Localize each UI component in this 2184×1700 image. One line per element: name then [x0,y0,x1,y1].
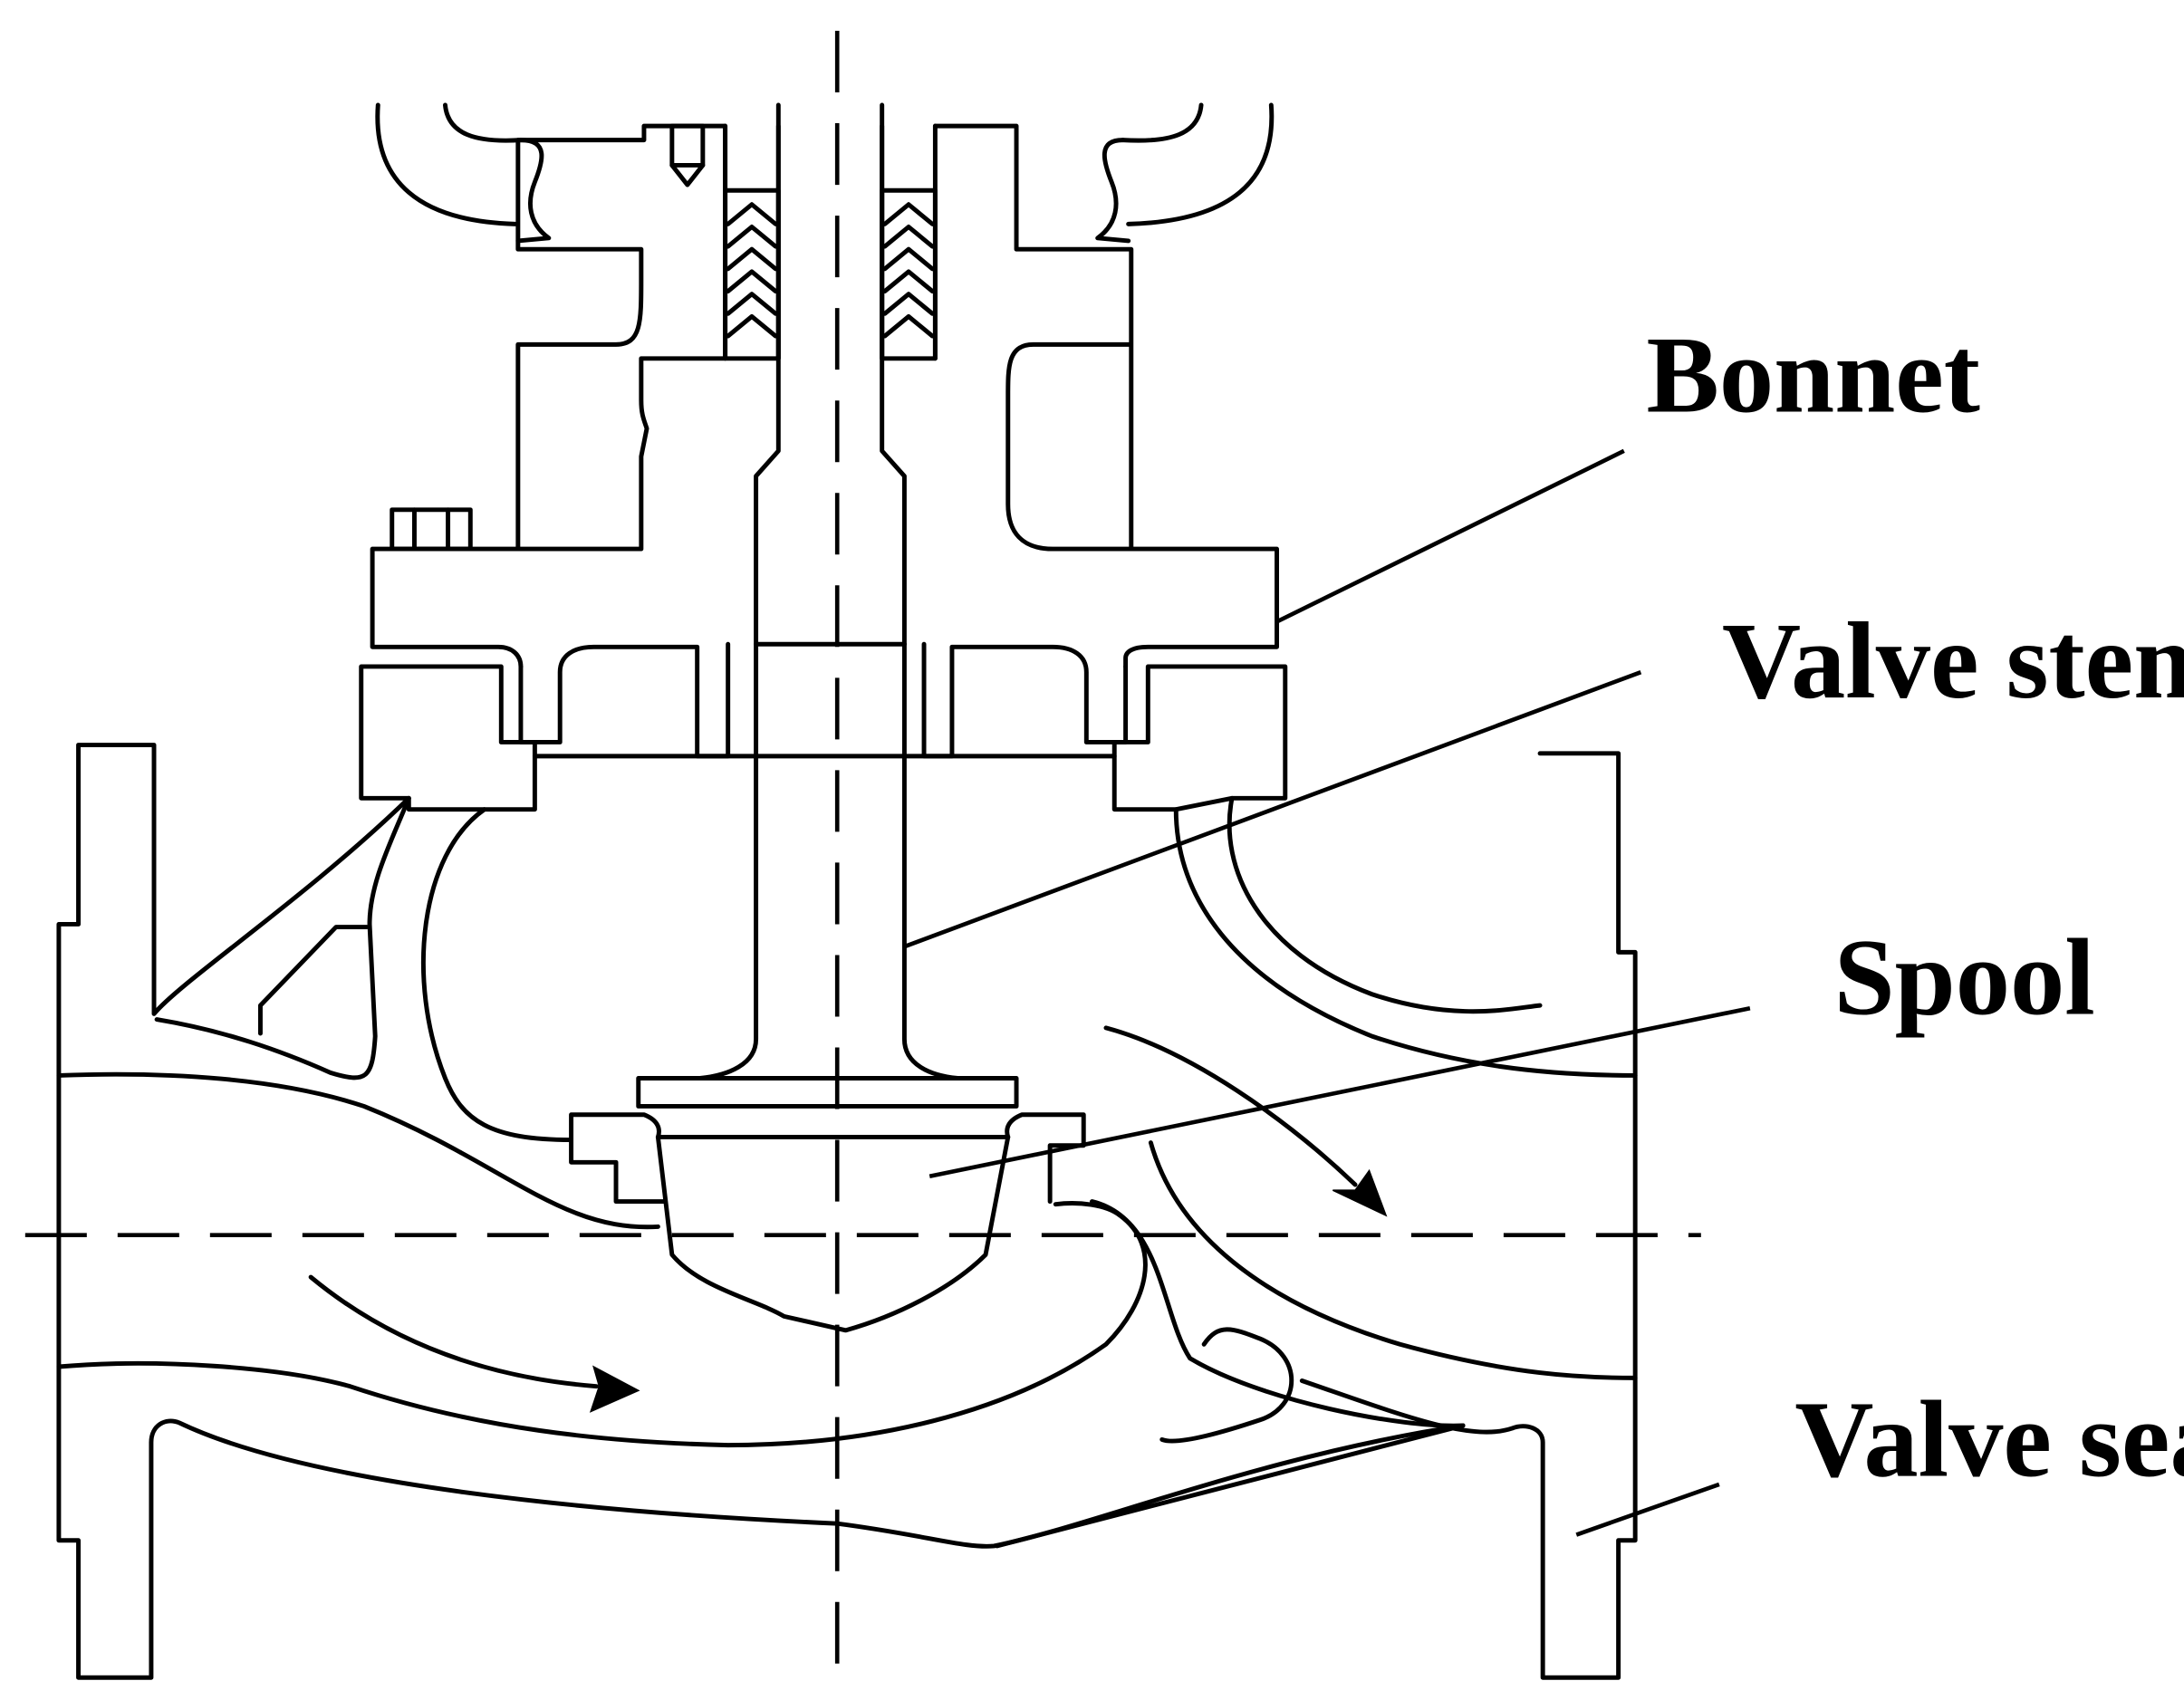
flow-arrows [308,1025,1388,1413]
bonnet-label: Bonnet [1647,316,1980,437]
valve-stem-label: Valve stem [1722,601,2184,722]
outlet-flow-arrowhead [1332,1168,1388,1217]
spool-assembly [569,1076,1086,1333]
left-flange [56,743,1148,1680]
bonnet-pin-tip [669,162,706,187]
packing-left-chevrons [726,202,778,339]
bonnet-body [515,123,1134,552]
component-labels: Bonnet Valve stem Spool Valve seat [1647,316,2184,1501]
neck-flange-right [1111,664,1288,812]
right-rib [1227,795,1543,1014]
bonnet-left-outline [515,123,728,552]
left-rib [154,795,411,1081]
outlet-bottom-wall [1148,1140,1638,1380]
bonnet-flange [370,507,1279,759]
bonnet-leader [1275,448,1625,624]
seat-ring [569,1112,1086,1205]
center-lines [24,31,1701,1681]
outlet-lower-rib [1090,1199,1466,1444]
packing-right [880,187,938,361]
yoke-right-nut [1095,138,1131,244]
bottom-tie-line [994,1423,1466,1549]
body-neck-flange [359,664,1288,812]
yoke-left-arm [375,102,518,226]
inlet-top-wall [56,1071,660,1230]
bolt-head [390,507,473,552]
spool-retainer [636,1076,1019,1109]
leader-lines [903,448,1751,1537]
valve-stem [698,102,960,1081]
valve-seat-label: Valve seat [1794,1380,2184,1501]
left-flange-outline [56,743,840,1680]
inlet-flow-arrowhead [589,1365,640,1413]
bonnet-flange-plate [370,546,1279,669]
yoke-right-arm [1126,102,1275,226]
spool-label: Spool [1834,917,2095,1038]
bonnet-pin [669,123,706,168]
valve-stem-leader [903,669,1642,949]
bonnet-flange-center [518,641,1129,759]
actuator-yoke [375,102,1275,244]
packing-right-chevrons [882,202,935,339]
right-flange-outline [1299,751,1638,1680]
spool-leader [928,1005,1751,1179]
packing-left [723,187,781,361]
outlet-flow-arrow [1103,1025,1358,1187]
right-flange [834,751,1638,1680]
bonnet-stem-bore [723,123,938,361]
yoke-right-inner [1121,102,1204,143]
neck-flange-left [359,664,537,812]
left-rib-inner [257,925,370,1036]
bolt-hex [411,507,451,552]
right-chamber-wall [1173,807,1638,1078]
inlet-bottom-wall [56,1201,1148,1448]
inlet-flow-arrow [308,1274,599,1389]
body-bottom-curve [834,1423,1466,1549]
valve-seat-leader [1575,1482,1720,1537]
stem-upper [754,102,907,647]
yoke-left-inner [443,102,524,143]
body-left-chamber [154,795,574,1143]
spool-body [655,1134,1011,1333]
stem-lower [698,641,960,1081]
bonnet-right-outline [932,123,1134,552]
yoke-left-nut [515,138,552,244]
left-chamber-wall [420,807,574,1143]
